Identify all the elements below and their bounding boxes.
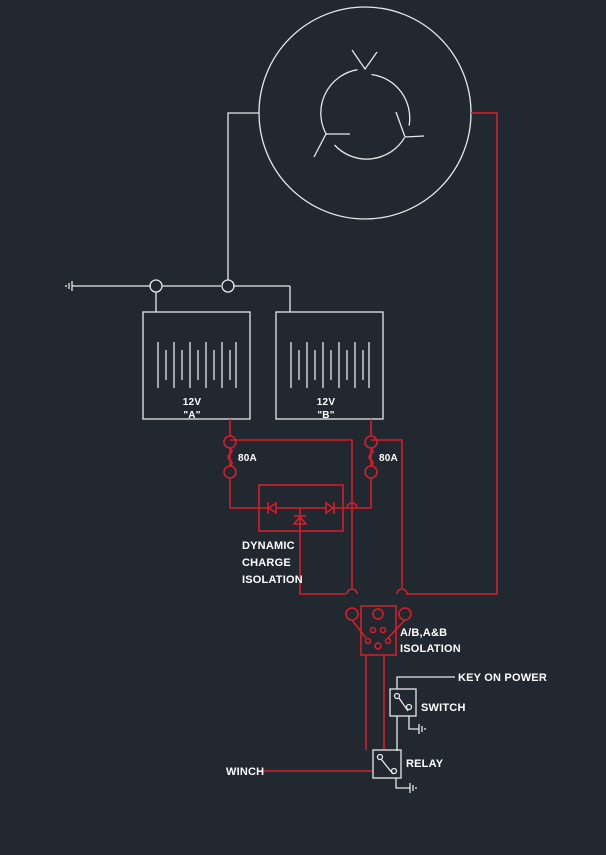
- battery-b-name: "B": [317, 410, 334, 421]
- dci-label-line2: CHARGE: [242, 557, 291, 569]
- battery-b: 12V "B": [275, 311, 384, 421]
- relay-label: RELAY: [406, 758, 444, 770]
- key-on-power-label: KEY ON POWER: [458, 672, 547, 684]
- relay-icon: RELAY: [372, 749, 444, 793]
- alternator-icon: [258, 6, 472, 220]
- battery-a-voltage: 12V: [183, 397, 202, 408]
- dci-label-line3: ISOLATION: [242, 574, 303, 586]
- ground-icon: [418, 724, 426, 734]
- diode-icon: [325, 501, 335, 515]
- white-wiring: [72, 112, 291, 312]
- fuse-a: 80A: [223, 435, 257, 479]
- fuse-b-rating: 80A: [379, 453, 398, 464]
- isolation-label-line1: A/B,A&B: [400, 627, 447, 639]
- isolation-label-line2: ISOLATION: [400, 643, 461, 655]
- ground-icon: [65, 281, 73, 291]
- dynamic-charge-isolation: DYNAMIC CHARGE ISOLATION: [242, 484, 344, 586]
- battery-b-voltage: 12V: [317, 397, 336, 408]
- dci-label-line1: DYNAMIC: [242, 540, 295, 552]
- fuse-a-rating: 80A: [238, 453, 257, 464]
- battery-a-name: "A": [183, 410, 200, 421]
- switch: KEY ON POWER SWITCH: [389, 672, 547, 751]
- red-wiring: [229, 112, 498, 772]
- switch-label: SWITCH: [421, 702, 466, 714]
- battery-a: 12V "A": [142, 311, 251, 421]
- winch-label: WINCH: [226, 766, 264, 778]
- diode-icon: [292, 508, 308, 531]
- fuse-b: 80A: [364, 435, 398, 479]
- diode-icon: [267, 501, 277, 515]
- ground-icon: [409, 783, 417, 793]
- ab-isolation-switch: A/B,A&B ISOLATION: [345, 605, 461, 656]
